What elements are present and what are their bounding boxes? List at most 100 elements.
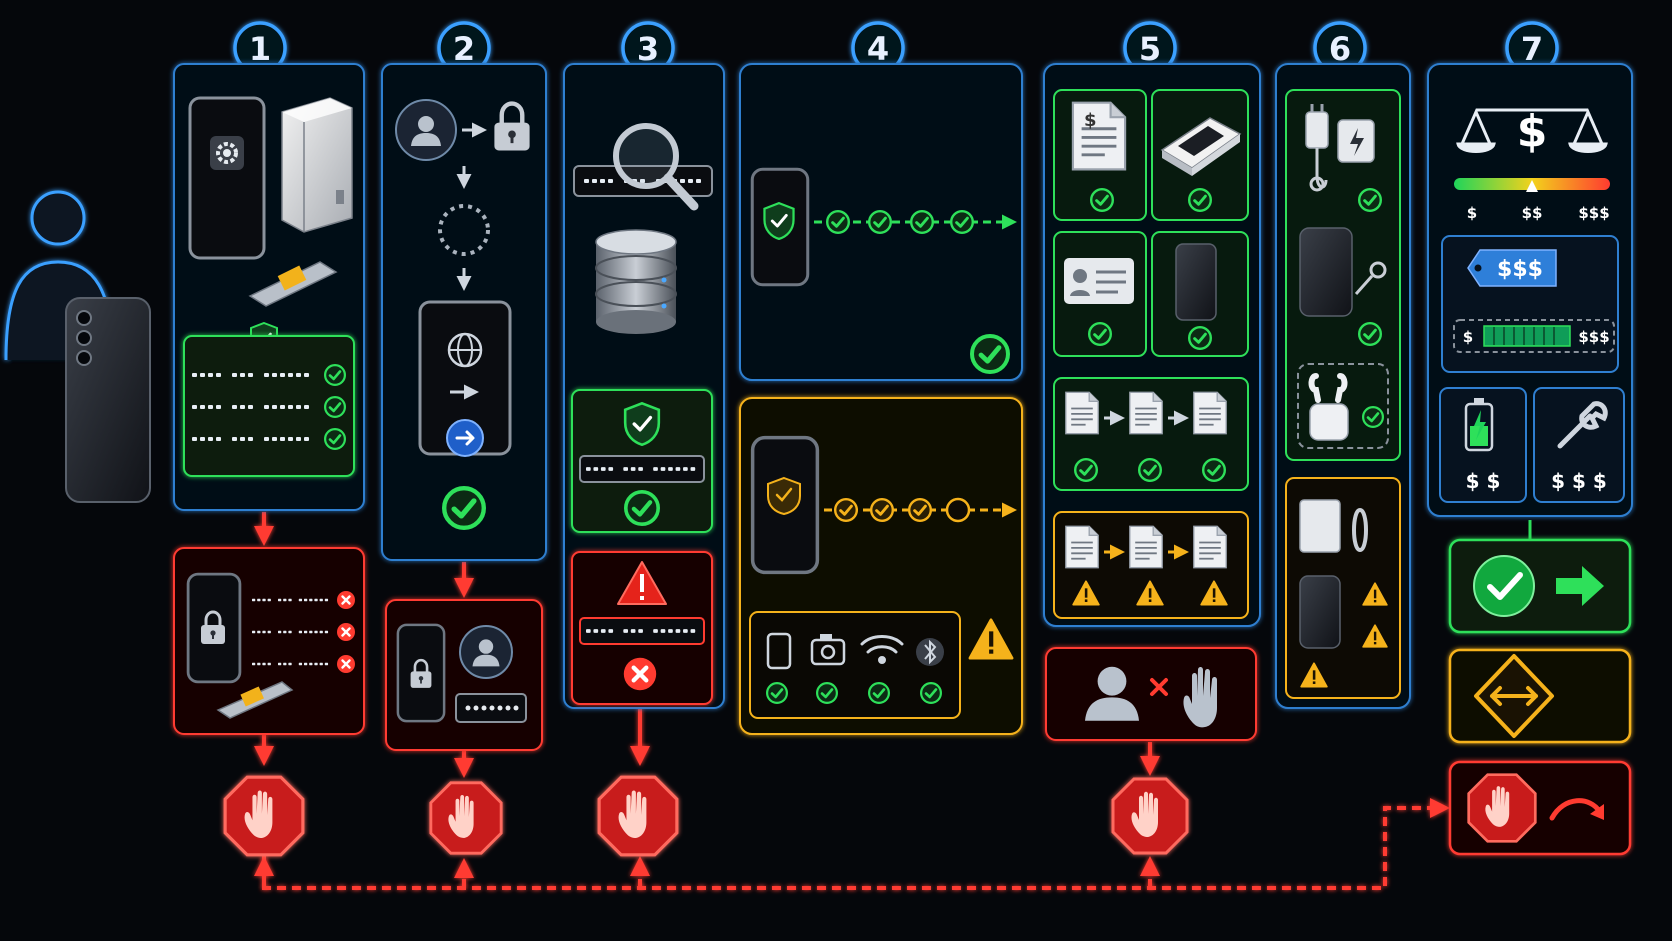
svg-text:$ $ $: $ $ $ <box>1551 469 1607 493</box>
shield-check-icon <box>762 202 796 240</box>
check-icon <box>920 682 942 704</box>
check-icon <box>1188 188 1212 212</box>
bluetooth-icon <box>916 638 944 666</box>
account-icon <box>395 99 457 161</box>
search-icon <box>573 123 713 211</box>
document-icon <box>1128 525 1164 569</box>
check-icon <box>1358 188 1382 212</box>
phone-box-icon <box>281 97 353 233</box>
stop-sign-icon <box>1467 773 1537 843</box>
check-icon <box>1088 322 1112 346</box>
step-badge-7: 7 <box>1505 21 1559 75</box>
phone-case-icon <box>1299 575 1341 649</box>
phone-case-icon <box>1299 227 1353 317</box>
redirect-arrow-icon <box>1549 798 1603 821</box>
stop-sign-icon <box>1111 777 1189 855</box>
check-icon <box>1358 322 1382 346</box>
check-icon <box>324 396 346 418</box>
scales-icon <box>1456 108 1608 153</box>
loading-spinner-icon <box>438 204 490 256</box>
database-icon <box>595 229 677 334</box>
price-range-bar: $ $$$ <box>1453 319 1615 353</box>
pass-row-3 <box>192 437 309 441</box>
pass-row-1 <box>192 373 309 377</box>
check-icon <box>324 364 346 386</box>
check-icon <box>870 498 894 522</box>
svg-text:$$$: $$$ <box>1497 257 1543 282</box>
step1-panel <box>173 63 365 511</box>
check-icon <box>1362 406 1384 428</box>
x-icon <box>336 590 356 610</box>
stop-sign-icon <box>223 775 305 857</box>
svg-text:3: 3 <box>637 30 659 68</box>
fail-row-1 <box>252 598 329 602</box>
svg-text:$$$: $$$ <box>1578 204 1609 222</box>
step5-fail-panel <box>1045 647 1257 741</box>
sim-tool-icon <box>1354 261 1387 295</box>
rejection-loop-path <box>262 798 1450 890</box>
x-icon <box>624 658 656 690</box>
svg-text:7: 7 <box>1521 30 1543 68</box>
step4-panel <box>739 63 1023 735</box>
charger-icon <box>1305 104 1375 192</box>
wrench-icon <box>1557 401 1608 449</box>
stop-signs <box>223 775 1189 857</box>
step2-fail-panel <box>385 599 543 751</box>
camera-icon <box>810 634 846 666</box>
svg-text:2: 2 <box>453 30 475 68</box>
hardware-check-card <box>749 611 961 719</box>
stop-sign-icon <box>597 775 679 857</box>
sim-tray-icon <box>248 261 338 307</box>
check-icon <box>834 498 858 522</box>
phone-box-icon <box>1160 117 1242 176</box>
receipt-icon <box>1071 101 1127 171</box>
outcome-approved <box>1448 538 1632 634</box>
step1-fail-panel <box>173 547 365 735</box>
outcome-negotiate <box>1448 648 1632 744</box>
check-icon <box>1487 572 1523 600</box>
check-icon <box>950 210 974 234</box>
step2-panel <box>381 63 547 561</box>
phone-back-icon <box>1175 243 1217 321</box>
step-badge-4: 4 <box>851 21 905 75</box>
price-tag-icon: $$$ <box>1467 249 1557 287</box>
settings-phone-icon <box>188 96 266 260</box>
user-silhouette <box>4 190 151 503</box>
step-badges: 1 2 3 4 5 6 7 <box>233 21 1559 75</box>
battery-icon <box>1464 398 1494 452</box>
double-arrow-icon <box>1490 686 1538 706</box>
step3-panel <box>563 63 725 709</box>
check-icon <box>1090 188 1114 212</box>
x-icon <box>1150 678 1168 696</box>
document-icon <box>1192 525 1228 569</box>
step6-panel <box>1275 63 1411 709</box>
x-icon <box>336 654 356 674</box>
check-icon <box>868 682 890 704</box>
check-icon <box>816 682 838 704</box>
document-icon <box>1192 391 1228 435</box>
outcome-declined <box>1448 760 1632 856</box>
svg-text:$$: $$ <box>1522 204 1543 222</box>
arrow-right-icon <box>1556 566 1604 606</box>
svg-text:$: $ <box>1467 204 1477 222</box>
handheld-phone-icon <box>65 297 151 503</box>
x-icon <box>336 622 356 642</box>
document-icon <box>1064 525 1100 569</box>
device-icon <box>766 632 792 670</box>
step-badge-3: 3 <box>621 21 675 75</box>
document-icon <box>1128 391 1164 435</box>
svg-text:$ $: $ $ <box>1466 469 1501 493</box>
fail-row-3 <box>252 662 329 666</box>
account-icon <box>459 625 513 679</box>
svg-text:5: 5 <box>1139 30 1161 68</box>
wifi-icon <box>860 635 904 664</box>
check-icon <box>910 210 934 234</box>
warning-icon <box>617 561 667 605</box>
check-icon <box>826 210 850 234</box>
check-icon <box>324 428 346 450</box>
svg-text:$$$: $$$ <box>1578 328 1609 346</box>
pending-icon <box>945 497 971 523</box>
fail-row-2 <box>252 630 329 634</box>
password-dots <box>465 705 519 711</box>
